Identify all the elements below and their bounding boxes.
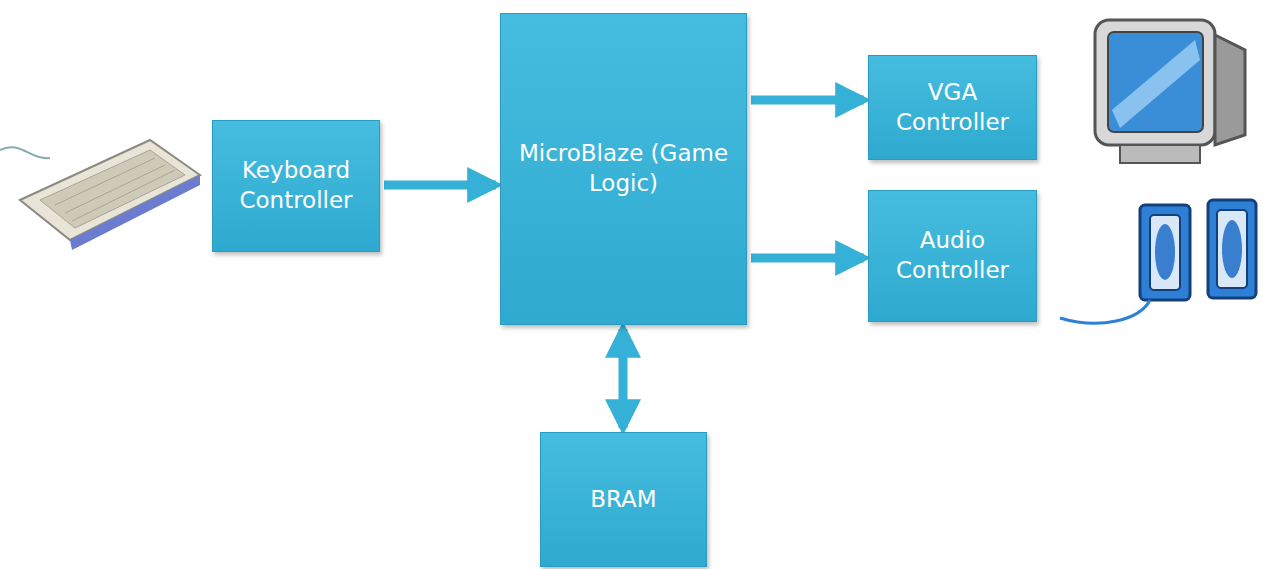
process-box: MicroBlaze (Game Logic) [500, 13, 747, 325]
box-label: MicroBlaze (Game Logic) [509, 139, 738, 199]
box-label: Audio Controller [877, 226, 1028, 286]
block-arrow [751, 254, 864, 263]
block-arrow [751, 96, 864, 105]
process-box: VGA Controller [868, 55, 1037, 160]
keyboard-illustration [0, 140, 200, 250]
box-label: BRAM [590, 485, 656, 515]
process-box: Audio Controller [868, 190, 1037, 322]
monitor-illustration [1095, 20, 1245, 163]
box-label: VGA Controller [877, 78, 1028, 138]
process-box: Keyboard Controller [212, 120, 380, 252]
box-label: Keyboard Controller [221, 156, 371, 216]
block-arrow [384, 181, 496, 190]
block-arrow [619, 329, 628, 428]
process-box: BRAM [540, 432, 707, 567]
speaker-illustration [1060, 200, 1256, 323]
